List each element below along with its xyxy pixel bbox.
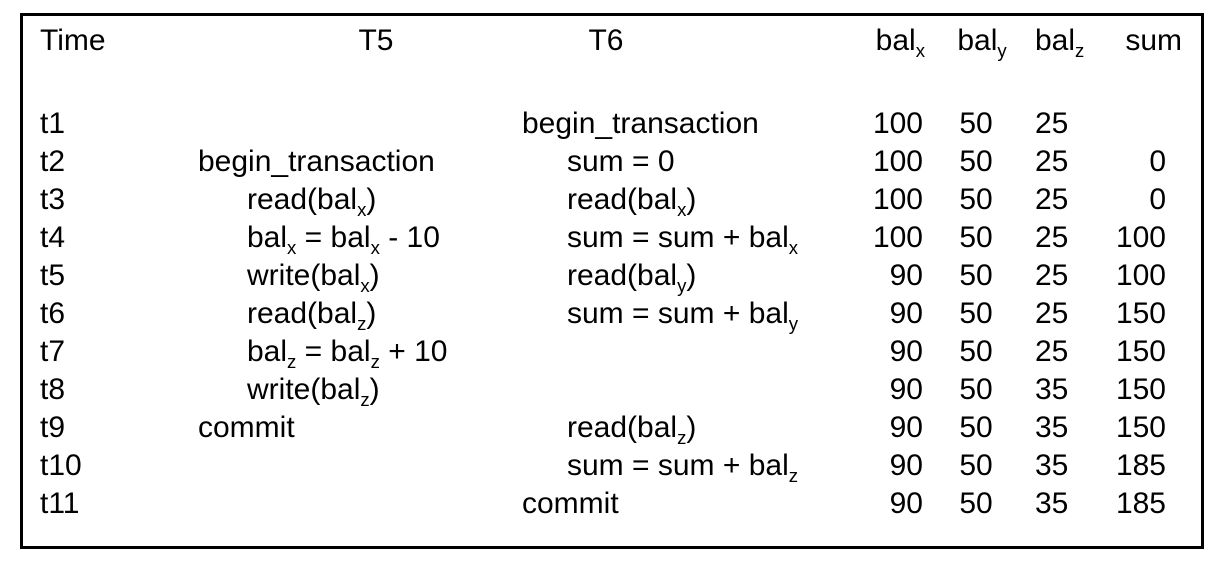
time-cell: t7 <box>40 335 66 368</box>
t6-operation-cell: begin_transaction <box>522 107 759 140</box>
balx-value-cell: 90 <box>889 373 923 406</box>
sum-value-cell: 150 <box>1115 335 1166 368</box>
balx-value-cell: 100 <box>872 183 923 216</box>
t6-operation-cell: sum = sum + balx <box>567 221 799 258</box>
balz-value-cell: 25 <box>1035 145 1069 178</box>
time-cell: t10 <box>40 449 82 482</box>
sum-value-cell: 100 <box>1115 221 1166 254</box>
time-cell: t3 <box>40 183 66 216</box>
column-header-time: Time <box>40 24 106 57</box>
sum-value-cell: 0 <box>1149 183 1166 216</box>
table-row: t6 read(balz) sum = sum + baly 90 50 25 150 <box>23 295 1201 333</box>
balz-value-cell: 25 <box>1035 107 1069 140</box>
baly-value-cell: 50 <box>959 259 993 292</box>
time-cell: t1 <box>40 107 66 140</box>
column-header-balz: balz <box>1035 24 1085 61</box>
balz-value-cell: 25 <box>1035 183 1069 216</box>
balx-value-cell: 90 <box>889 335 923 368</box>
sum-value-cell: 185 <box>1115 487 1166 520</box>
balx-value-cell: 100 <box>872 107 923 140</box>
time-cell: t9 <box>40 411 66 444</box>
baly-value-cell: 50 <box>959 487 993 520</box>
baly-value-cell: 50 <box>959 183 993 216</box>
baly-value-cell: 50 <box>959 411 993 444</box>
balx-value-cell: 90 <box>889 411 923 444</box>
balx-value-cell: 90 <box>889 487 923 520</box>
balz-value-cell: 25 <box>1035 297 1069 330</box>
table-row: t1 begin_transaction 100 50 25 <box>23 105 1201 143</box>
balx-value-cell: 90 <box>889 297 923 330</box>
balz-value-cell: 35 <box>1035 449 1069 482</box>
time-cell: t4 <box>40 221 66 254</box>
t6-operation-cell: sum = sum + baly <box>567 297 799 334</box>
t5-operation-cell: write(balx) <box>247 259 380 296</box>
baly-value-cell: 50 <box>959 373 993 406</box>
baly-value-cell: 50 <box>959 449 993 482</box>
t5-operation-cell: balx = balx - 10 <box>247 221 440 258</box>
baly-value-cell: 50 <box>959 107 993 140</box>
table-row: t10 sum = sum + balz 90 50 35 185 <box>23 447 1201 485</box>
t5-operation-cell: read(balz) <box>247 297 377 334</box>
balx-value-cell: 100 <box>872 145 923 178</box>
balx-value-cell: 90 <box>889 259 923 292</box>
table-row: t3 read(balx) read(balx) 100 50 25 0 <box>23 181 1201 219</box>
sum-value-cell: 185 <box>1115 449 1166 482</box>
baly-value-cell: 50 <box>959 145 993 178</box>
time-cell: t6 <box>40 297 66 330</box>
balz-value-cell: 35 <box>1035 411 1069 444</box>
column-header-baly: baly <box>957 24 1007 61</box>
balx-value-cell: 100 <box>872 221 923 254</box>
t5-operation-cell: write(balz) <box>247 373 380 410</box>
table-row: t5 write(balx) read(baly) 90 50 25 100 <box>23 257 1201 295</box>
column-header-balx: balx <box>875 24 925 61</box>
sum-value-cell: 150 <box>1115 411 1166 444</box>
transaction-schedule-table: Time T5 T6 balx baly balz sum t1 begin_tr… <box>20 13 1204 549</box>
t6-operation-cell: sum = 0 <box>567 145 675 178</box>
t6-operation-cell: read(balz) <box>567 411 697 448</box>
table-row: t7 balz = balz + 10 90 50 25 150 <box>23 333 1201 371</box>
baly-value-cell: 50 <box>959 221 993 254</box>
table-row: t2 begin_transaction sum = 0 100 50 25 0 <box>23 143 1201 181</box>
time-cell: t5 <box>40 259 66 292</box>
t5-operation-cell: commit <box>198 411 295 444</box>
t5-operation-cell: balz = balz + 10 <box>247 335 448 372</box>
table-row: t4 balx = balx - 10 sum = sum + balx 100 50 2… <box>23 219 1201 257</box>
balz-value-cell: 25 <box>1035 259 1069 292</box>
t5-operation-cell: begin_transaction <box>198 145 435 178</box>
balz-value-cell: 35 <box>1035 487 1069 520</box>
table-header-row: Time T5 T6 balx baly balz sum <box>23 22 1201 60</box>
sum-value-cell: 0 <box>1149 145 1166 178</box>
sum-value-cell: 150 <box>1115 373 1166 406</box>
balz-value-cell: 25 <box>1035 335 1069 368</box>
sum-value-cell: 150 <box>1115 297 1166 330</box>
table-row: t11 commit 90 50 35 185 <box>23 485 1201 523</box>
balx-value-cell: 90 <box>889 449 923 482</box>
balz-value-cell: 25 <box>1035 221 1069 254</box>
column-header-t5: T5 <box>358 24 394 57</box>
time-cell: t8 <box>40 373 66 406</box>
t6-operation-cell: read(balx) <box>567 183 697 220</box>
balz-value-cell: 35 <box>1035 373 1069 406</box>
time-cell: t11 <box>40 487 80 520</box>
t6-operation-cell: commit <box>522 487 619 520</box>
column-header-sum: sum <box>1125 24 1182 57</box>
t6-operation-cell: sum = sum + balz <box>567 449 799 486</box>
baly-value-cell: 50 <box>959 335 993 368</box>
column-header-t6: T6 <box>588 24 624 57</box>
table-row: t9 commit read(balz) 90 50 35 150 <box>23 409 1201 447</box>
time-cell: t2 <box>40 145 66 178</box>
t5-operation-cell: read(balx) <box>247 183 377 220</box>
sum-value-cell: 100 <box>1115 259 1166 292</box>
table-row: t8 write(balz) 90 50 35 150 <box>23 371 1201 409</box>
baly-value-cell: 50 <box>959 297 993 330</box>
t6-operation-cell: read(baly) <box>567 259 697 296</box>
